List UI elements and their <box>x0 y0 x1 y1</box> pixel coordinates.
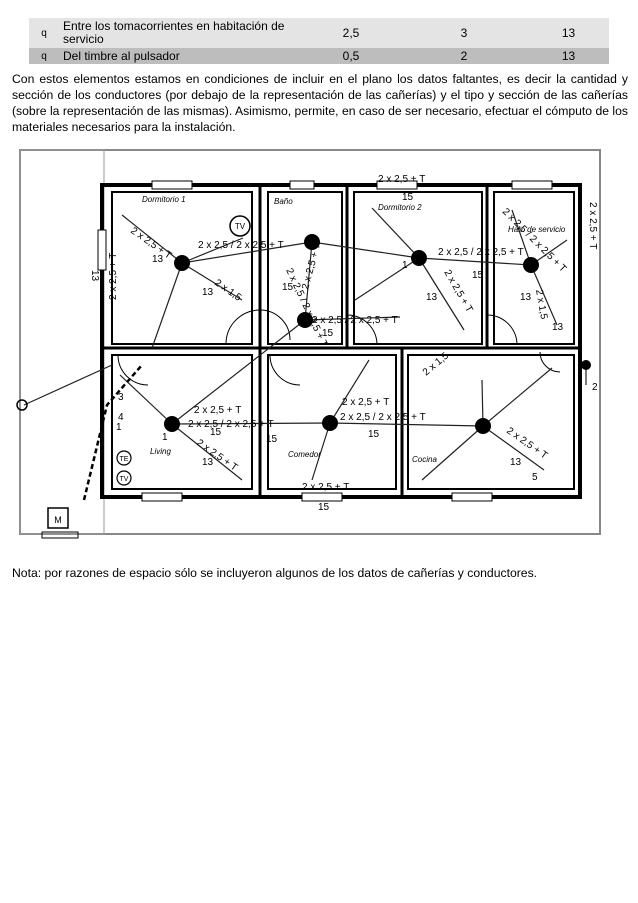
pipe-size-label: 13 <box>202 457 214 468</box>
pipe-size-label: 13 <box>89 270 100 282</box>
room-label: Dormitorio 1 <box>142 195 186 204</box>
conductor-label: 2 x 2,5 + T <box>441 268 474 315</box>
row-description: Entre los tomacorrientes en habitación d… <box>59 18 302 48</box>
ceiling-light-outlets <box>164 234 591 434</box>
row-value: 13 <box>528 48 609 64</box>
pipe-size-label: 13 <box>510 457 522 468</box>
table-row: q Entre los tomacorrientes en habitación… <box>29 18 609 48</box>
phone-label: TE <box>120 456 129 463</box>
conductor-label: 2 x 2,5 + T <box>378 174 425 185</box>
room-label: Hab. de servicio <box>508 225 566 234</box>
conductor-label: 2 x 2,5 + T <box>194 437 239 473</box>
footnote: Nota: por razones de espacio sólo se inc… <box>12 566 538 580</box>
room-label: Baño <box>274 197 293 206</box>
row-value: 2,5 <box>302 18 400 48</box>
pipe-size-label: 13 <box>426 292 438 303</box>
circuit-number: 1 <box>162 432 168 443</box>
side-strip <box>19 149 105 535</box>
circuit-number: 1 <box>402 260 408 271</box>
pipe-size-label: 15 <box>282 282 294 293</box>
conductor-label: 2 x 2,5 / 2 x 2,5 + T <box>340 412 426 423</box>
room-label: Dormitorio 2 <box>378 203 422 212</box>
pipe-size-label: 15 <box>266 434 278 445</box>
pipe-size-label: 15 <box>210 427 222 438</box>
pipe-size-label: 15 <box>368 429 380 440</box>
service-entry-line <box>82 364 143 501</box>
conductor-label: 2 x 2,5 + T <box>108 253 119 300</box>
room-label: Living <box>150 447 171 456</box>
conductor-label: 2 x 2,5 + T <box>342 397 389 408</box>
ground-icon <box>16 399 28 411</box>
conductor-label: 2 x 2,5 + T <box>128 225 173 261</box>
conduit-lines <box>23 207 587 481</box>
tv-label: TV <box>235 222 246 231</box>
pipe-size-label: 13 <box>152 254 164 265</box>
tv-label: TV <box>120 476 129 483</box>
table-row: q Del timbre al pulsador 0,5 2 13 <box>29 48 609 64</box>
pipe-size-label: 15 <box>318 502 330 513</box>
circuit-number: 4 <box>118 412 124 423</box>
circuit-number: 5 <box>532 472 538 483</box>
conductor-label: 2 x 2,5 + T <box>587 202 598 249</box>
row-description: Del timbre al pulsador <box>59 48 302 64</box>
conductor-label: 2 x 2,5 + T <box>300 242 323 291</box>
conductor-label: 2 x 2,5 / 2 x 2,5 + T <box>188 419 274 430</box>
circuit-number: 1 <box>116 422 122 433</box>
pipe-size-label: 15 <box>402 192 414 203</box>
tv-outlet-icon <box>116 470 132 486</box>
room-label: Comedor <box>288 450 321 459</box>
conductor-label: 2 x 2,5 / 2 x 2,5 + T <box>438 247 524 258</box>
interior-walls <box>102 185 580 497</box>
body-paragraph: Con estos elementos estamos en condicion… <box>12 72 628 134</box>
tv-outlet-icon <box>229 215 251 237</box>
circuit-number: 3 <box>118 392 124 403</box>
room-label: Cocina <box>412 455 437 464</box>
conductor-label: 2 x 2,5 / 2 x 2,5 + T <box>312 315 398 326</box>
pipe-size-label: 15 <box>472 270 484 281</box>
row-value: 13 <box>528 18 609 48</box>
door-swings <box>117 309 561 386</box>
pipe-size-label: 13 <box>520 292 532 303</box>
pipe-size-label: 15 <box>322 328 334 339</box>
conductor-label: 2 x 2,5 + T <box>194 405 241 416</box>
row-value: 3 <box>400 18 528 48</box>
electrical-floor-plan: M TV TE TV Dormitorio 1 Baño Dormitorio … <box>16 149 601 539</box>
meter-icon <box>47 507 69 529</box>
phone-outlet-icon <box>116 450 132 466</box>
conductor-label: 2 x 1,5 <box>212 277 243 303</box>
conductor-label: 2 x 1,5 <box>533 289 549 321</box>
bullet: q <box>29 48 59 64</box>
conductor-label: 2 x 2,5 / 2 x 2,5 + T <box>198 240 284 251</box>
meter-label: M <box>54 515 62 525</box>
conductor-table: q Entre los tomacorrientes en habitación… <box>29 18 609 64</box>
pipe-size-label: 13 <box>552 322 564 333</box>
lot-outline <box>19 149 601 535</box>
circuit-number: 2 <box>592 382 598 393</box>
conductor-label: 2 x 2,5 + T <box>302 482 349 493</box>
windows <box>97 180 553 502</box>
row-value: 0,5 <box>302 48 400 64</box>
pipe-size-label: 13 <box>202 287 214 298</box>
bullet: q <box>29 18 59 48</box>
meter-base <box>41 531 79 539</box>
row-value: 2 <box>400 48 528 64</box>
